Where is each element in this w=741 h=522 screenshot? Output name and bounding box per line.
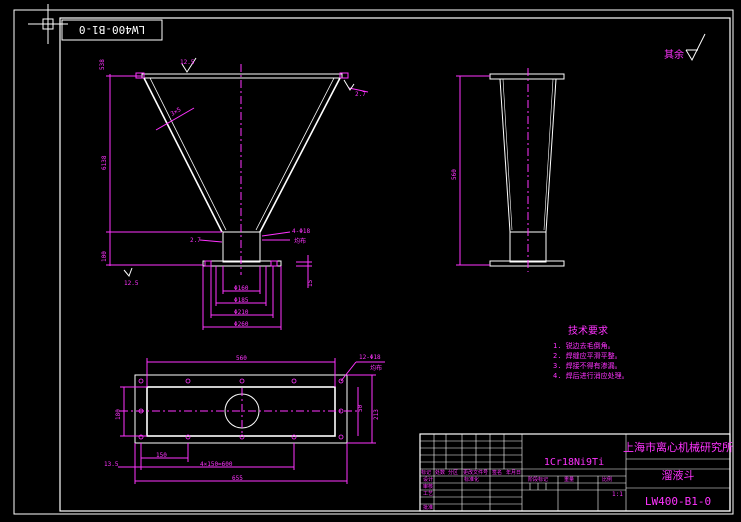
label-review: 审核: [423, 483, 433, 490]
label-change-doc: 更改文件号: [463, 469, 488, 476]
label-date: 年月日: [506, 469, 521, 476]
drawing-number-box: [61, 19, 163, 41]
front-height-bottom: 100: [101, 251, 108, 262]
front-slope-note: 3×5: [170, 106, 183, 118]
label-standard: 标准化: [464, 476, 479, 483]
front-d2: Φ185: [234, 297, 249, 304]
tech-req-item-2: 2. 焊缝应平滑平整。: [553, 351, 622, 360]
surface-note: 其余: [664, 48, 684, 61]
tech-req-item-1: 1. 锐边去毛倒角。: [553, 341, 615, 350]
roughness-top: 12.5: [180, 59, 195, 66]
title-material: 1Cr18Ni9Ti: [544, 457, 604, 468]
front-d3: Φ210: [234, 309, 249, 316]
plan-right-dim-2: 213: [373, 409, 380, 420]
tech-req-item-3: 3. 焊接不得有渗漏。: [553, 361, 622, 370]
label-design: 设计: [423, 476, 433, 483]
label-count: 处数: [435, 469, 445, 476]
crosshair-cursor-icon: [28, 4, 68, 44]
label-approve: 批准: [423, 504, 433, 511]
plan-right-dim-1: 50: [357, 404, 364, 412]
title-drawing-no: LW400-B1-0: [645, 495, 711, 508]
plan-bottom-dim-3: 655: [232, 475, 243, 482]
label-stage: 阶段标记: [528, 476, 548, 483]
plan-left-small: 13.5: [104, 461, 119, 468]
label-weight: 重量: [564, 476, 574, 483]
drawing-number-rotated: LW400-B1-0: [79, 23, 145, 36]
tech-req-title: 技术要求: [568, 324, 608, 337]
tech-requirements: 技术要求 1. 锐边去毛倒角。 2. 焊缝应平滑平整。 3. 焊接不得有渗漏。 …: [553, 324, 629, 380]
front-d4: Φ260: [234, 321, 249, 328]
front-height-middle: 6138: [101, 155, 108, 170]
plan-hole-note: 12-Φ18: [359, 354, 381, 361]
front-height-total: 538: [99, 59, 106, 70]
plan-bottom-dim-2: 4×150=600: [200, 461, 233, 468]
plan-view: 560 12-Φ18 均布 180 50 213 150 4×150=600 6…: [104, 354, 385, 484]
plan-bottom-dim-1: 150: [156, 452, 167, 459]
title-part-name: 溜液斗: [662, 468, 695, 482]
tech-req-item-4: 4. 焊后进行消应处理。: [553, 371, 629, 380]
label-sign: 签名: [492, 469, 502, 476]
front-small-dim: 15: [307, 279, 314, 287]
outer-frame: [13, 9, 734, 515]
label-zone: 分区: [448, 469, 458, 476]
title-block: 1Cr18Ni9Ti 上海市离心机械研究所 溜液斗 LW400-B1-0 1:1…: [419, 433, 733, 512]
side-height: 560: [451, 169, 458, 180]
title-org: 上海市离心机械研究所: [623, 440, 733, 454]
label-scale: 比例: [602, 476, 612, 483]
roughness-left: 12.5: [124, 280, 139, 287]
front-weld-left: 2.7: [190, 237, 201, 244]
front-hole-note: 4-Φ18: [292, 228, 310, 235]
title-scale: 1:1: [612, 491, 623, 498]
plan-left-dim: 180: [115, 409, 122, 420]
label-mark: 标记: [421, 469, 431, 476]
side-view: 560: [451, 68, 565, 272]
roughness-weld-right: 2.7: [355, 91, 366, 98]
front-view: 538 6138 100 3×5 12.5 12.5 2.7 2.7 4-Φ18…: [99, 57, 369, 330]
roughness-symbol-icon: [685, 33, 706, 62]
plan-top-dim: 560: [236, 355, 247, 362]
plan-hole-note-2: 均布: [370, 364, 382, 372]
inner-frame: [59, 17, 731, 512]
front-hole-note-2: 均布: [294, 237, 306, 245]
label-process: 工艺: [423, 491, 433, 497]
front-d1: Φ160: [234, 285, 249, 292]
